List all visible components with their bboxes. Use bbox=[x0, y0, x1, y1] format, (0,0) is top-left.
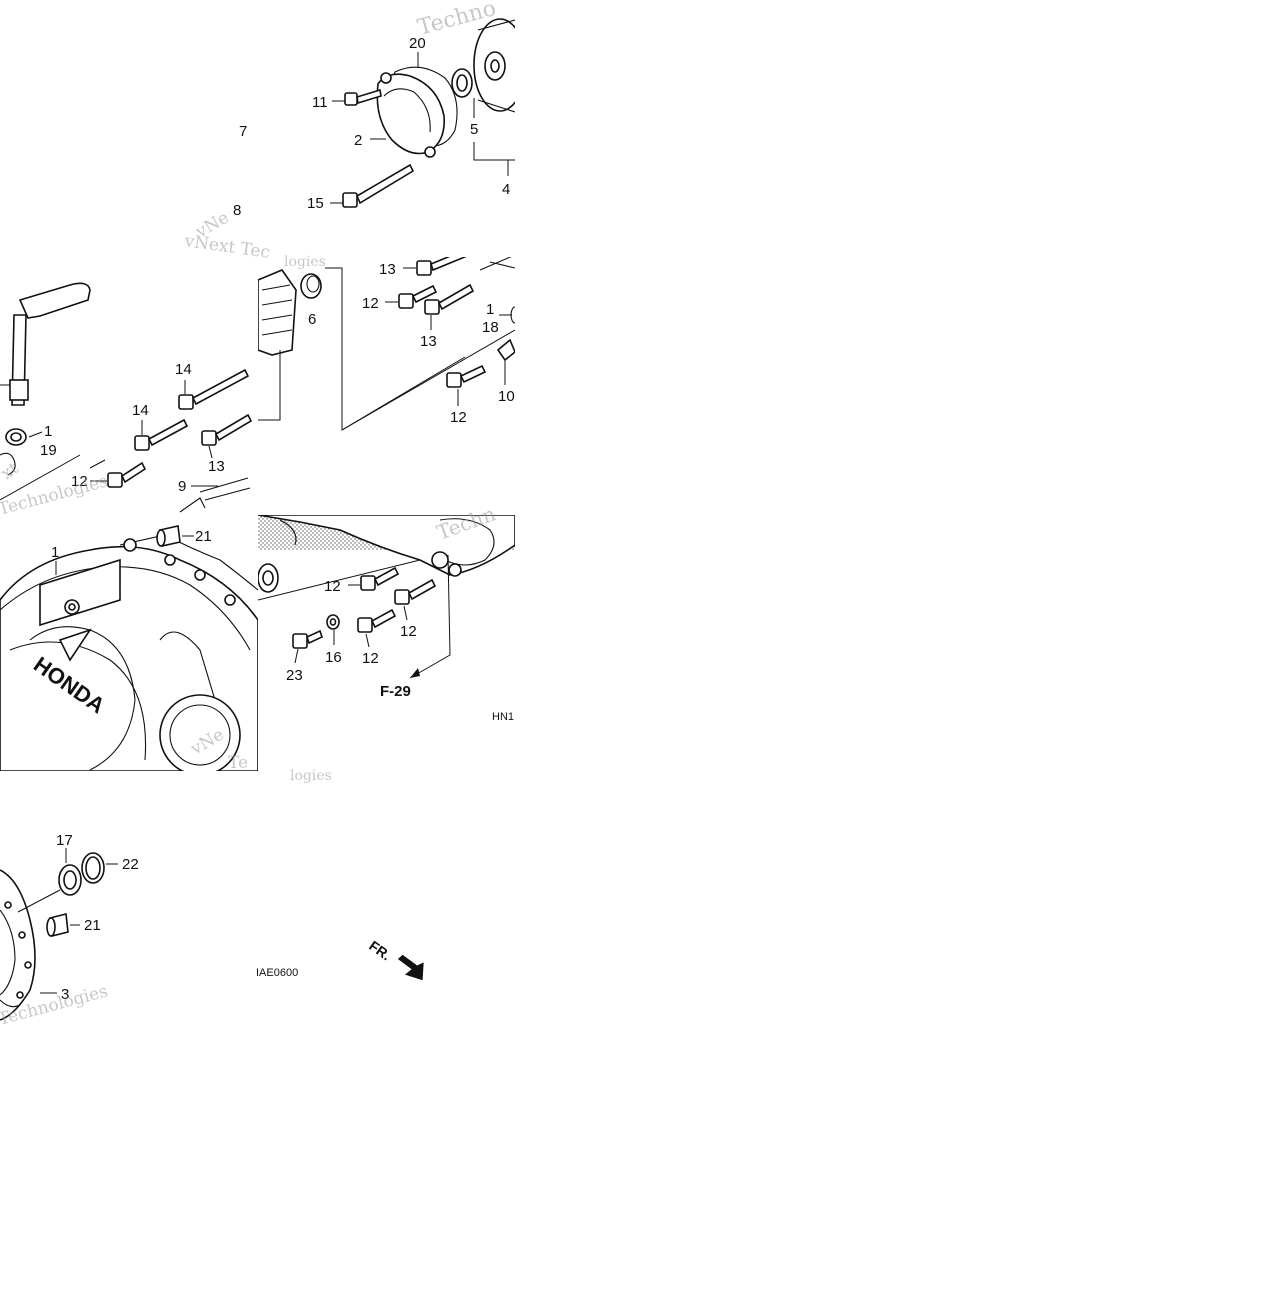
bolt-12-top bbox=[398, 284, 438, 309]
svg-text:FR.: FR. bbox=[366, 937, 394, 963]
reference-arrow-line bbox=[409, 554, 451, 679]
bolt-12-lower bbox=[357, 608, 397, 633]
bolt-11 bbox=[344, 88, 382, 106]
callout-15: 15 bbox=[307, 195, 324, 212]
watermark-5: xt bbox=[0, 458, 22, 484]
tile-shaft-section bbox=[0, 282, 253, 513]
callout-5: 5 bbox=[470, 121, 478, 138]
callout-17: 17 bbox=[56, 832, 73, 849]
filter-seal bbox=[451, 68, 473, 98]
oil-filter-element bbox=[473, 18, 515, 113]
callout-14-upper: 14 bbox=[175, 361, 192, 378]
tile-cover-section bbox=[330, 18, 515, 208]
bolt-15 bbox=[342, 163, 415, 208]
callout-8: 8 bbox=[233, 202, 241, 219]
callout-2: 2 bbox=[354, 132, 362, 149]
code-fragment: HN1 bbox=[492, 711, 514, 723]
bolt-23 bbox=[292, 629, 323, 649]
callout-1-right: 1 bbox=[486, 301, 494, 318]
callout-21-upper: 21 bbox=[195, 528, 212, 545]
bolt-12-right bbox=[394, 578, 437, 605]
callout-4: 4 bbox=[502, 181, 510, 198]
figure-code: IAE0600 bbox=[256, 967, 298, 979]
watermark-2: vNext Tec bbox=[182, 231, 271, 263]
spring-6 bbox=[300, 273, 322, 299]
callout-19: 19 bbox=[40, 442, 57, 459]
tile-crankcase-cover: HONDA bbox=[0, 525, 258, 771]
callout-12-lower: 12 bbox=[362, 650, 379, 667]
watermark-4: logies bbox=[284, 254, 326, 270]
callout-1-left: 1 bbox=[44, 423, 52, 440]
tile-fastener-section bbox=[258, 515, 515, 679]
callout-1-cover: 1 bbox=[51, 544, 59, 561]
callout-13-mid: 13 bbox=[208, 458, 225, 475]
callout-12-top: 12 bbox=[362, 295, 379, 312]
tile-bearing-section bbox=[0, 771, 258, 1021]
watermark-9: Te bbox=[228, 753, 248, 773]
callout-12-left: 12 bbox=[71, 473, 88, 490]
bolt-13-top bbox=[416, 257, 467, 276]
watermark-10: logies bbox=[290, 768, 332, 784]
circlip-22 bbox=[81, 852, 105, 884]
callout-10: 10 bbox=[498, 388, 515, 405]
clip-10 bbox=[496, 338, 515, 362]
callout-9: 9 bbox=[178, 478, 186, 495]
callout-12-bottom: 12 bbox=[450, 409, 467, 426]
callout-14-lower: 14 bbox=[132, 402, 149, 419]
shift-shaft bbox=[9, 282, 91, 406]
front-direction-marker: FR. bbox=[366, 937, 424, 981]
bolt-14-upper bbox=[178, 368, 250, 410]
front-arrow-icon bbox=[397, 954, 424, 981]
bolt-12-left bbox=[107, 461, 147, 488]
callout-13-top: 13 bbox=[379, 261, 396, 278]
reference-label: F-29 bbox=[380, 683, 411, 700]
bracket-9 bbox=[199, 477, 251, 501]
callout-3: 3 bbox=[61, 986, 69, 1003]
bolt-14-lower bbox=[134, 418, 189, 451]
spring bbox=[0, 452, 16, 476]
callout-labels: 20 11 7 2 5 4 15 8 13 12 13 1 18 6 12 10… bbox=[40, 35, 515, 1003]
oil-seal-19 bbox=[5, 428, 27, 446]
bolt-12-upper bbox=[360, 566, 400, 591]
washer-16 bbox=[326, 614, 340, 630]
gear-wheel bbox=[258, 563, 279, 593]
callout-23: 23 bbox=[286, 667, 303, 684]
callout-13-lower: 13 bbox=[420, 333, 437, 350]
dowel-pin-21b bbox=[46, 913, 69, 937]
bolt-12-bottom bbox=[446, 364, 487, 388]
bolt-13-lower bbox=[424, 283, 475, 315]
callout-16: 16 bbox=[325, 649, 342, 666]
callout-18: 18 bbox=[482, 319, 499, 336]
callout-6: 6 bbox=[308, 311, 316, 328]
callout-12-upper: 12 bbox=[324, 578, 341, 595]
bearing-17 bbox=[58, 864, 82, 896]
callout-21-lower: 21 bbox=[84, 917, 101, 934]
filter-cover bbox=[376, 72, 445, 158]
bolt-13-mid bbox=[201, 413, 253, 446]
callout-7: 7 bbox=[239, 123, 247, 140]
callout-12-right: 12 bbox=[400, 623, 417, 640]
dowel-pin-21 bbox=[156, 525, 181, 547]
callout-20: 20 bbox=[409, 35, 426, 52]
callout-11: 11 bbox=[312, 94, 328, 111]
strainer-screen bbox=[258, 269, 297, 356]
callout-22: 22 bbox=[122, 856, 139, 873]
tile-pump-section bbox=[258, 257, 515, 431]
assembly-bracket bbox=[473, 142, 515, 161]
